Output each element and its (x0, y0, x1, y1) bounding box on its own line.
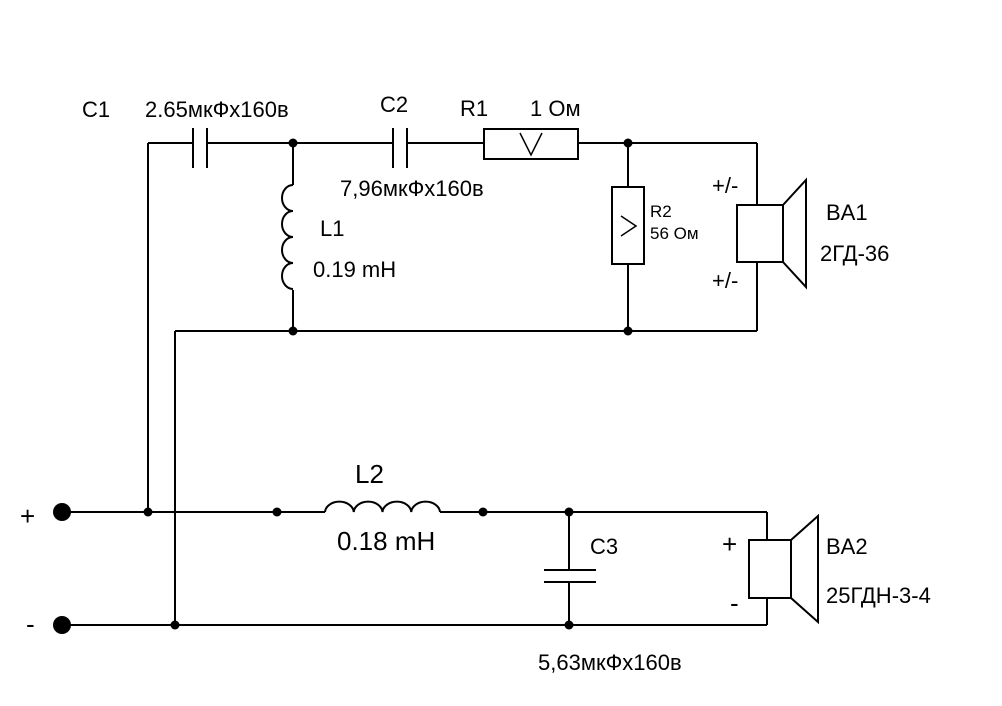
plus-terminal-label: + (20, 501, 35, 531)
r2-value-label: 56 Ом (650, 224, 699, 243)
c2-value-label: 7,96мкФх160в (340, 176, 484, 201)
r2-name-label: R2 (650, 202, 672, 221)
resistor-r2 (611, 186, 645, 265)
ba1-model-label: 2ГД-36 (820, 241, 889, 266)
ba2-model-label: 25ГДН-3-4 (826, 583, 931, 608)
r1-value-label: 1 Ом (530, 96, 581, 121)
ba1-polarity-bottom: +/- (712, 268, 738, 293)
c3-name-label: C3 (590, 534, 618, 559)
capacitor-c3 (544, 569, 596, 583)
c1-value-label: 2.65мкФх160в (145, 97, 289, 122)
ba2-polarity-top: + (722, 529, 737, 559)
resistor-r1 (483, 128, 579, 160)
ba1-name-label: BA1 (826, 200, 868, 225)
ba2-polarity-bottom: - (730, 588, 739, 618)
c3-value-label: 5,63мкФх160в (538, 650, 682, 675)
inductor-l1 (281, 184, 294, 290)
speaker-ba1 (736, 177, 807, 290)
minus-terminal[interactable] (53, 616, 71, 634)
speaker-ba2 (748, 513, 819, 625)
plus-terminal[interactable] (53, 503, 71, 521)
l2-value-label: 0.18 mH (337, 526, 435, 556)
r1-name-label: R1 (460, 96, 488, 121)
c1-name-label: C1 (82, 97, 110, 122)
junction-dots (143, 138, 633, 630)
capacitor-c1 (192, 128, 208, 168)
c2-name-label: C2 (380, 92, 408, 117)
l1-name-label: L1 (320, 216, 344, 241)
minus-terminal-label: - (26, 609, 35, 639)
capacitor-c2 (392, 128, 408, 168)
ba2-name-label: BA2 (826, 534, 868, 559)
ba1-polarity-top: +/- (712, 173, 738, 198)
inductor-l2 (324, 500, 441, 513)
l1-value-label: 0.19 mH (313, 257, 396, 282)
l2-name-label: L2 (355, 459, 384, 489)
